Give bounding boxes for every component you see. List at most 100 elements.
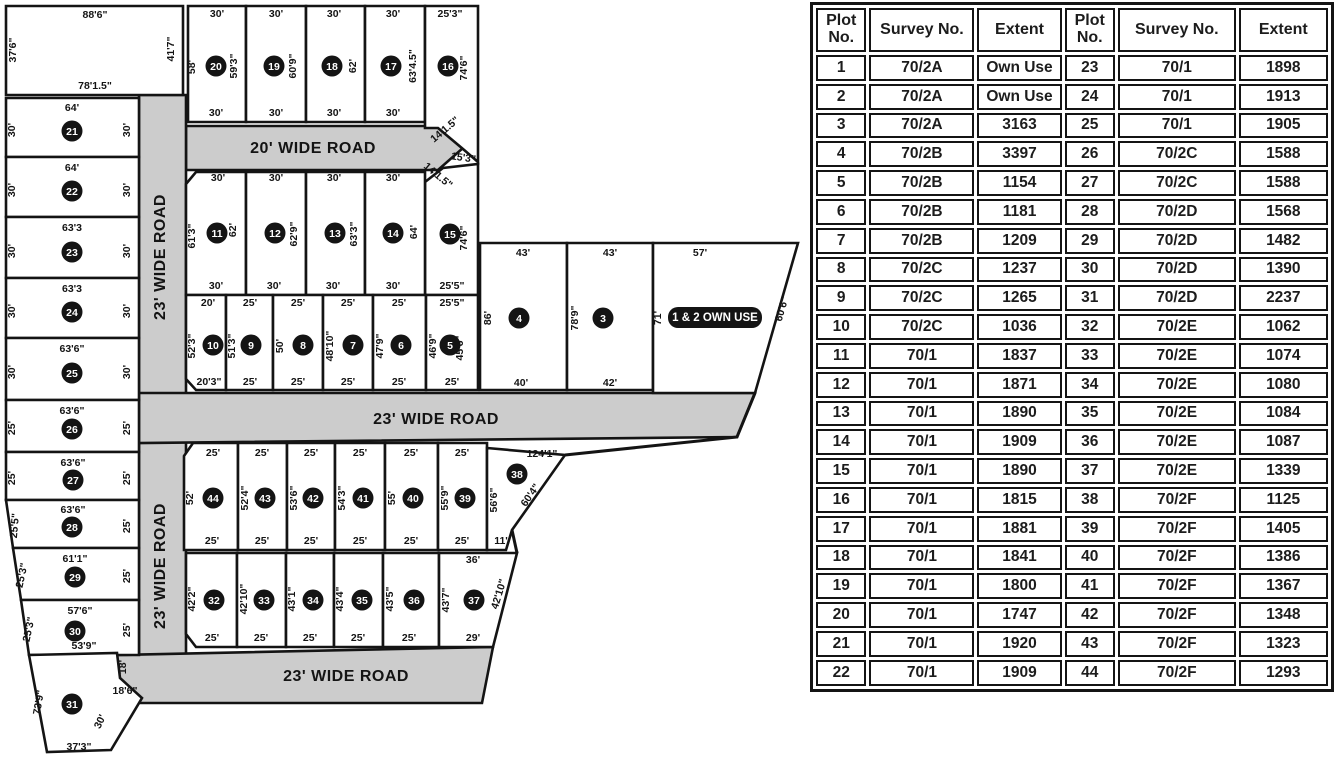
plot-6-number: 6 — [398, 340, 404, 352]
extent-cell: 1074 — [1238, 342, 1328, 369]
plot-29-dimension-label: 61'1" — [63, 553, 88, 565]
plot-13-dimension-label: 63'3" — [348, 221, 360, 246]
own-use-plot-dimension-label: 71' — [652, 311, 664, 325]
survey-no-cell: 70/2F — [1117, 544, 1236, 571]
plot-no-cell: 29 — [1064, 227, 1115, 254]
plot-22-dimension-label: 30' — [121, 183, 133, 197]
extent-cell: 1837 — [977, 342, 1062, 369]
plot-39-dimension-label: 55'9" — [439, 485, 451, 510]
plot-32-number-badge — [203, 589, 225, 611]
plot-26-dimension-label: 25' — [6, 421, 18, 435]
plot-no-cell: 17 — [816, 515, 867, 542]
plot-18-dimension-label: 30' — [327, 8, 341, 20]
plot-32-number: 32 — [208, 595, 220, 607]
plot-12-dimension-label: 30' — [269, 172, 283, 184]
survey-no-cell: 70/2E — [1117, 342, 1236, 369]
survey-no-cell: 70/1 — [1117, 55, 1236, 81]
extent-cell: 1747 — [977, 602, 1062, 628]
plot-25-number-badge — [61, 362, 83, 384]
plot-10-number-badge — [202, 334, 224, 356]
plot-17-dimension-label: 63'4.5" — [407, 49, 419, 83]
extent-cell: 1841 — [977, 544, 1062, 571]
plot-no-cell: 33 — [1064, 342, 1115, 369]
plot-37-number: 37 — [468, 595, 480, 607]
plot-23-number-badge — [61, 241, 83, 263]
plot-no-cell: 28 — [1064, 198, 1115, 225]
plot-16-number-badge — [437, 55, 459, 77]
plot-no-cell: 2 — [816, 83, 867, 110]
plot-no-cell: 26 — [1064, 141, 1115, 168]
survey-no-cell: 70/2F — [1117, 659, 1236, 686]
plot-no-cell: 34 — [1064, 371, 1115, 398]
plot-8-number: 8 — [300, 340, 306, 352]
plot-no-cell: 10 — [816, 314, 867, 340]
plot-26-number: 26 — [66, 424, 78, 436]
plot-42-dimension-label: 53'6" — [288, 485, 300, 510]
road-label-2: 23' WIDE ROAD — [152, 194, 169, 320]
plot-6-dimension-label: 47'9" — [374, 333, 386, 358]
survey-no-cell: 70/2C — [869, 314, 975, 340]
plot-31-dimension-label: 18' — [117, 660, 129, 674]
extent-cell: 1209 — [977, 227, 1062, 254]
plot-7-dimension-label: 48'10" — [324, 331, 336, 362]
plot-20-number-badge — [205, 55, 227, 77]
plot-29-number: 29 — [69, 572, 81, 584]
boundary-segment-1 — [564, 392, 757, 457]
plot-no-cell: 25 — [1064, 112, 1115, 139]
plot-42-number: 42 — [307, 493, 319, 505]
plot-41-dimension-label: 25' — [353, 535, 367, 547]
extent-cell: 1265 — [977, 285, 1062, 312]
survey-no-cell: 70/2F — [1117, 486, 1236, 513]
extent-cell: Own Use — [977, 55, 1062, 81]
extent-cell: 1339 — [1238, 458, 1328, 484]
survey-no-cell: 70/1 — [869, 630, 975, 657]
plot-no-cell: 38 — [1064, 486, 1115, 513]
plot-42-number-badge — [302, 487, 324, 509]
plot-7-dimension-label: 25' — [341, 376, 355, 388]
plot-13-number-badge — [324, 222, 346, 244]
extent-cell: Own Use — [977, 83, 1062, 110]
plot-44-number-badge — [202, 487, 224, 509]
plot-no-cell: 31 — [1064, 285, 1115, 312]
boundary-segment-2 — [510, 529, 519, 554]
plot-19-dimension-label: 30' — [269, 107, 283, 119]
plot-5-dimension-label: 25'5" — [440, 297, 465, 309]
large-own-use-plot-dimension-label: 41'7" — [165, 36, 177, 61]
plot-no-cell: 18 — [816, 544, 867, 571]
plot-6-number-badge — [390, 334, 412, 356]
plot-11-dimension-label: 61'3" — [186, 223, 198, 248]
extent-cell: 1154 — [977, 170, 1062, 196]
plot-21-dimension-label: 30' — [121, 123, 133, 137]
plot-30-dimension-label: 57'6" — [68, 605, 93, 617]
plot-20-dimension-label: 30' — [210, 8, 224, 20]
plot-38-dimension-label: 11' — [494, 535, 508, 547]
plot-33-dimension-label: 42'10" — [238, 584, 250, 615]
survey-no-cell: 70/2B — [869, 198, 975, 225]
plot-9-dimension-label: 51'3" — [226, 333, 238, 358]
plot-layout-map: 88'6"37'6"41'7"78'1.5"64'30'30'2164'30'3… — [4, 4, 800, 754]
plot-20-dimension-label: 59'3" — [228, 53, 240, 78]
extent-cell: 3163 — [977, 112, 1062, 139]
plot-22-number-badge — [61, 180, 83, 202]
plot-39-number: 39 — [459, 493, 471, 505]
plot-no-cell: 22 — [816, 659, 867, 686]
plot-no-cell: 16 — [816, 486, 867, 513]
plot-10-dimension-label: 52'3" — [186, 333, 198, 358]
survey-no-cell: 70/2B — [869, 141, 975, 168]
plot-6-dimension-label: 25' — [392, 297, 406, 309]
plot-28-dimension-label: 63'6" — [61, 504, 86, 516]
plot-no-cell: 32 — [1064, 314, 1115, 340]
extent-cell: 1036 — [977, 314, 1062, 340]
plot-28-dimension-label: 25'5" — [8, 513, 22, 539]
plot-no-cell: 6 — [816, 198, 867, 225]
survey-no-cell: 70/1 — [869, 486, 975, 513]
plot-25-dimension-label: 63'6" — [60, 343, 85, 355]
large-own-use-plot-dimension-label: 37'6" — [7, 37, 19, 62]
